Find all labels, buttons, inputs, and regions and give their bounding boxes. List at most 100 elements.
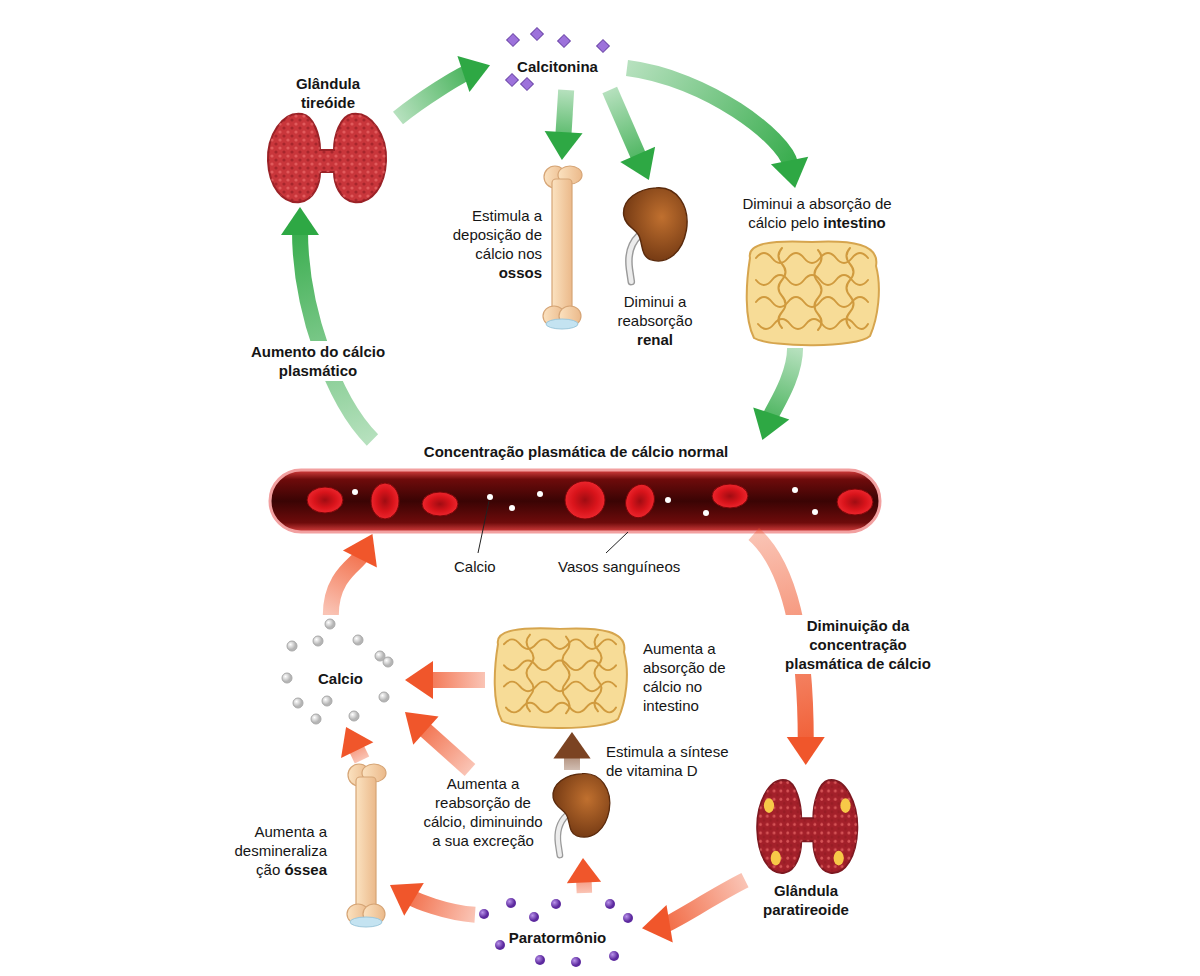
- parathyroid-gland: [757, 780, 857, 873]
- arrow-head: [281, 207, 319, 235]
- arrow-body: [665, 880, 745, 924]
- connector-arrow: [390, 883, 475, 916]
- bone-part: [347, 764, 386, 927]
- connector-arrow: [610, 90, 655, 180]
- blood-vessel-part-part: [422, 492, 458, 516]
- node-label: Diminui a reabsorção renal: [605, 292, 705, 349]
- node-label: Estimula a deposição de cálcio nos ossos: [440, 206, 542, 282]
- connector-arrow: [753, 348, 795, 440]
- connector-arrow: [545, 90, 583, 160]
- blood-vessel-part-part: [371, 483, 399, 519]
- arrow-head: [787, 737, 825, 765]
- bone: [347, 166, 582, 927]
- calcitonin-molecules-part: [507, 34, 520, 47]
- bone-part: [543, 166, 582, 329]
- blood-vessel-part-part: [509, 505, 515, 511]
- arrow-head: [390, 883, 424, 916]
- arrow-head: [341, 727, 373, 758]
- calcitonin-molecules-part: [506, 74, 519, 87]
- bold-word: renal: [637, 331, 673, 348]
- node-box: Aumenta a reabsorção de cálcio, diminuin…: [415, 770, 615, 858]
- connector-arrow: [281, 207, 372, 440]
- calcitonin-molecules-part: [597, 40, 610, 53]
- connector-arrow: [341, 727, 373, 760]
- blood-vessel-part-part: [621, 480, 659, 522]
- node-label: Calcitonina: [490, 57, 625, 76]
- blood-vessel-part-part: [665, 497, 671, 503]
- bold-word: óssea: [284, 861, 327, 878]
- bold-word: ossos: [499, 264, 542, 281]
- edge-label: Diminuição da concentração plasmática de…: [766, 615, 950, 674]
- parathyroid-gland-part: [757, 780, 857, 873]
- node-box: Diminui a absorção de cálcio pelo intest…: [720, 188, 915, 348]
- arrow-head: [771, 157, 808, 188]
- intestine-part: [747, 241, 879, 345]
- connector-arrow: [627, 68, 808, 188]
- calcium-ions-part: [353, 635, 363, 645]
- parathormone-molecules-part: [551, 899, 561, 909]
- connector-arrow: [331, 534, 377, 615]
- node-box: Estimula a deposição de cálcio nos ossos: [420, 160, 585, 332]
- node-label: Concentração plasmática de cálcio normal: [268, 442, 884, 461]
- parathormone-molecules-part: [479, 909, 489, 919]
- node-label: Calcio: [278, 669, 403, 688]
- arrow-head: [457, 56, 490, 92]
- blood-vessel-part-part: [565, 481, 605, 519]
- connector-arrow: [553, 732, 590, 770]
- arrow-head: [343, 534, 377, 568]
- arrow-head: [620, 147, 655, 180]
- calcium-ions-part: [322, 696, 332, 706]
- blood-vessel-part-part: [792, 487, 798, 493]
- calcium-ions-part: [383, 657, 393, 667]
- parathyroid-gland-part-part: [771, 851, 781, 866]
- arrow-body: [410, 897, 475, 915]
- node-box: Calcitonina: [490, 28, 627, 90]
- arrow-body: [423, 728, 470, 770]
- calcium-ions-part: [379, 692, 389, 702]
- parathyroid-gland-part-part: [757, 780, 857, 873]
- blood-vessel-part-part: [307, 487, 343, 513]
- parathormone-molecules-part: [609, 951, 619, 961]
- node-box: Aumenta a absorção de cálcio no intestin…: [485, 625, 747, 732]
- parathyroid-gland-part-part: [840, 798, 850, 813]
- node-label: Glândula paratireoide: [745, 881, 867, 919]
- node-box: Diminui a reabsorção renal: [605, 180, 707, 352]
- connector-arrow: [405, 661, 485, 699]
- arrow-body: [300, 231, 372, 440]
- node-label: Paratormônio: [475, 928, 640, 947]
- arrow-head: [545, 131, 583, 160]
- blood-vessel-part-part: [837, 489, 873, 515]
- parathormone-molecules-part: [605, 899, 615, 909]
- blood-vessel-part-part: [812, 509, 818, 515]
- blood-vessel: [270, 470, 880, 532]
- kidney-part: [624, 188, 687, 282]
- parathyroid-gland-part-part: [757, 780, 857, 873]
- node-label: Diminui a absorção de cálcio pelo intest…: [727, 194, 907, 232]
- bold-word: intestino: [823, 214, 886, 231]
- arrow-head: [405, 712, 439, 745]
- parathormone-molecules-part: [495, 940, 505, 950]
- kidney-part: [553, 773, 610, 855]
- connector-arrow: [567, 858, 601, 893]
- blood-vessel-part-part: [352, 489, 358, 495]
- connector-arrow: [642, 880, 745, 942]
- blood-vessel-part-part: [487, 494, 493, 500]
- arrow-body: [563, 90, 566, 136]
- leader-line-part: [478, 501, 489, 553]
- node-label: Aumenta a absorção de cálcio no intestin…: [643, 639, 745, 715]
- calcium-ions-part: [325, 619, 335, 629]
- arrow-head: [753, 407, 789, 440]
- parathormone-molecules-part: [529, 912, 539, 922]
- parathormone-molecules-part: [623, 913, 633, 923]
- node-box: Glândula tireóide: [258, 72, 398, 207]
- calcium-ions-part: [313, 636, 323, 646]
- connector-arrow: [398, 56, 490, 118]
- thyroid-gland-part: [268, 114, 386, 202]
- arrow-body: [331, 555, 362, 615]
- node-label: Glândula tireóide: [278, 74, 378, 112]
- arrow-body: [429, 672, 485, 688]
